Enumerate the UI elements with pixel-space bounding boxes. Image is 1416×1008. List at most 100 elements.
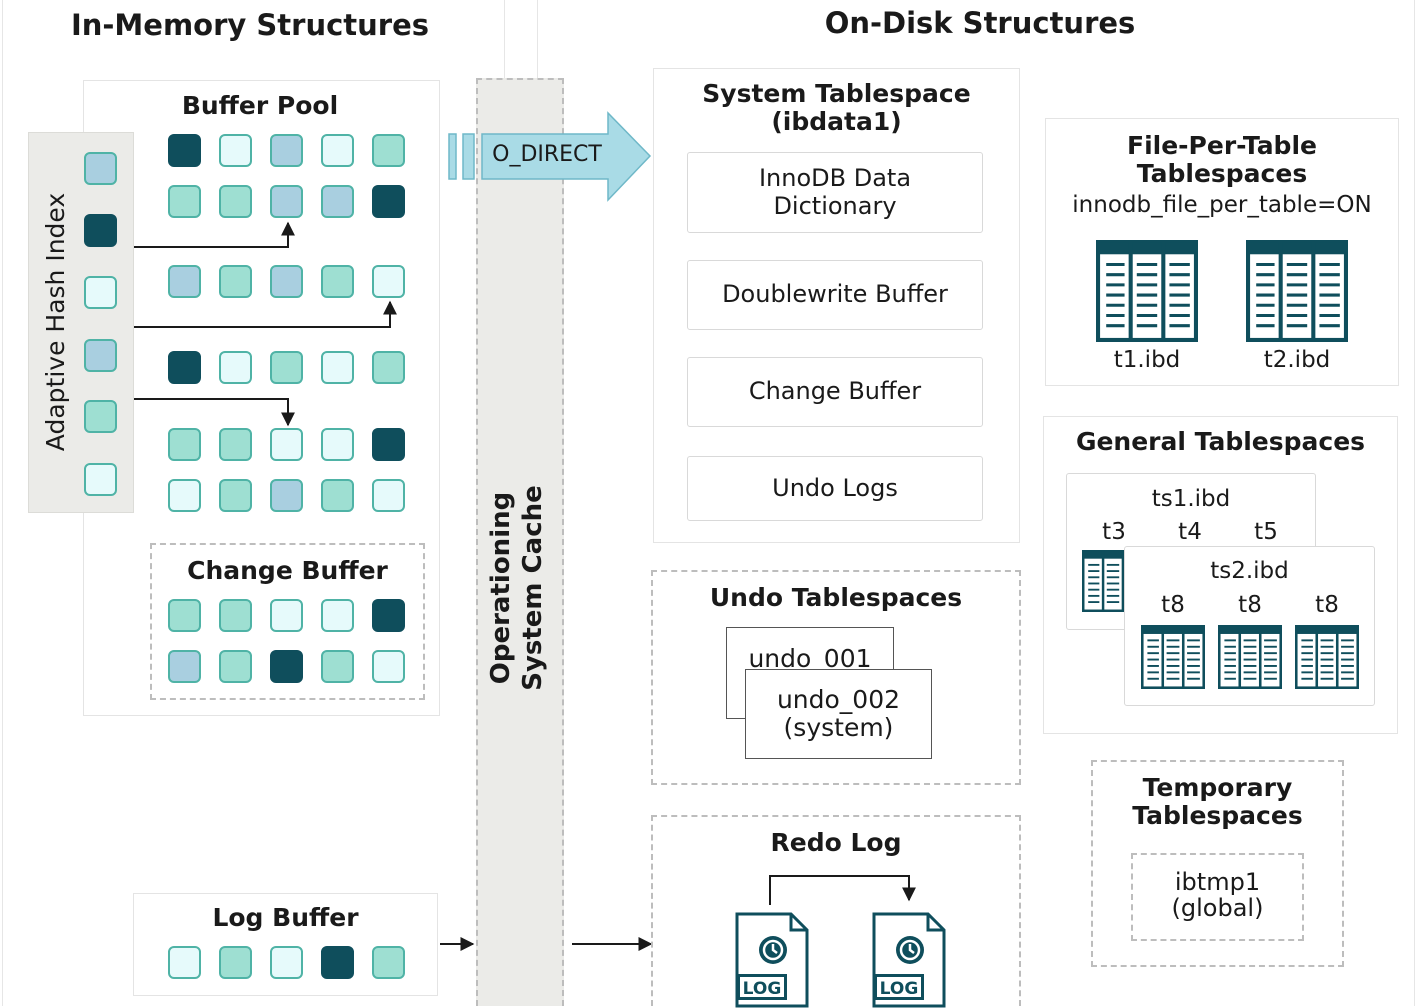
buffer-pool-page <box>168 134 201 167</box>
buffer-pool-page <box>372 428 405 461</box>
innodb-data-dictionary-box: InnoDB Data Dictionary <box>687 152 983 233</box>
temporary-tablespaces-title: Temporary Tablespaces <box>1091 774 1344 829</box>
ts1-table-t4: t4 <box>1178 519 1202 545</box>
ibtmp1-label: ibtmp1 (global) <box>1131 869 1304 922</box>
change-buffer-page <box>219 599 252 632</box>
change-buffer-page <box>219 650 252 683</box>
change-buffer-page <box>270 650 303 683</box>
system-tablespace-title-line2: (ibdata1) <box>771 106 902 136</box>
buffer-pool-page <box>321 428 354 461</box>
log-buffer-page <box>372 946 405 979</box>
log-buffer-title: Log Buffer <box>212 903 359 932</box>
ibtmp1-line2: (global) <box>1171 894 1264 923</box>
file-per-table-title-line1: File-Per-Table <box>1127 131 1317 160</box>
buffer-pool-page <box>270 351 303 384</box>
hash-index-page <box>84 339 117 372</box>
on-disk-title: On-Disk Structures <box>824 6 1136 40</box>
buffer-pool-page <box>372 185 405 218</box>
change-buffer-page <box>321 650 354 683</box>
buffer-pool-page <box>168 428 201 461</box>
buffer-pool-page <box>270 134 303 167</box>
redo-log-panel <box>651 815 1021 1006</box>
buffer-pool-page <box>372 479 405 512</box>
ts2-file-label: ts2.ibd <box>1210 558 1289 584</box>
hash-index-page <box>84 463 117 496</box>
buffer-pool-page <box>219 185 252 218</box>
ibtmp1-line1: ibtmp1 <box>1174 868 1261 896</box>
buffer-pool-page <box>321 185 354 218</box>
buffer-pool-page <box>219 479 252 512</box>
redo-log-file-label: LOG <box>880 979 919 999</box>
buffer-pool-page <box>219 351 252 384</box>
hash-index-page <box>84 214 117 247</box>
ts2-table-t8-a: t8 <box>1161 592 1185 618</box>
disk-change-buffer-box: Change Buffer <box>687 357 983 427</box>
buffer-pool-title: Buffer Pool <box>181 91 339 120</box>
o-direct-label: O_DIRECT <box>492 142 602 167</box>
doublewrite-buffer-box: Doublewrite Buffer <box>687 260 983 330</box>
buffer-pool-page <box>372 351 405 384</box>
buffer-pool-page <box>270 265 303 298</box>
file-per-table-title: File-Per-Table Tablespaces <box>1045 132 1399 187</box>
buffer-pool-page <box>321 134 354 167</box>
undo-002-box <box>745 669 932 759</box>
ibtmp1-file-box <box>1131 853 1304 941</box>
undo-tablespaces-title: Undo Tablespaces <box>709 583 963 612</box>
innodb-data-dictionary-line1: InnoDB Data <box>758 163 912 192</box>
undo-002-line1: undo_002 <box>776 685 901 714</box>
change-buffer-page <box>372 650 405 683</box>
buffer-pool-page <box>270 479 303 512</box>
log-buffer-page <box>168 946 201 979</box>
change-buffer-page <box>270 599 303 632</box>
change-buffer-page <box>168 599 201 632</box>
adaptive-hash-index-panel <box>28 132 134 513</box>
temporary-tablespaces-title-line2: Tablespaces <box>1132 800 1303 830</box>
buffer-pool-page <box>270 428 303 461</box>
redo-log-title: Redo Log <box>770 828 902 857</box>
general-tablespaces-title: General Tablespaces <box>1075 427 1366 456</box>
buffer-pool-page <box>372 265 405 298</box>
buffer-pool-page <box>321 479 354 512</box>
temporary-tablespaces-title-line1: Temporary <box>1142 773 1293 802</box>
redo-log-file-label: LOG <box>743 979 782 999</box>
undo-002-line2: (system) <box>783 712 894 742</box>
os-cache-column <box>476 78 564 1006</box>
log-buffer-page <box>321 946 354 979</box>
buffer-pool-page <box>270 185 303 218</box>
buffer-pool-page <box>168 479 201 512</box>
buffer-pool-page <box>321 351 354 384</box>
t1-file-label: t1.ibd <box>1113 347 1181 373</box>
undo-logs-box: Undo Logs <box>687 456 983 521</box>
buffer-pool-page <box>168 351 201 384</box>
buffer-pool-page <box>168 265 201 298</box>
undo-002-label: undo_002 (system) <box>745 686 932 741</box>
hash-index-page <box>84 152 117 185</box>
t2-file-label: t2.ibd <box>1263 347 1331 373</box>
file-per-table-setting: innodb_file_per_table=ON <box>1072 192 1372 218</box>
innodb-data-dictionary-line2: Dictionary <box>773 191 897 220</box>
memory-change-buffer-title: Change Buffer <box>187 556 388 585</box>
redo-log-file-icon: LOG <box>872 912 946 1008</box>
in-memory-title: In-Memory Structures <box>70 8 430 42</box>
buffer-pool-page <box>168 185 201 218</box>
ts2-table-t8-b: t8 <box>1238 592 1262 618</box>
buffer-pool-page <box>321 265 354 298</box>
ts2-table-t8-c: t8 <box>1315 592 1339 618</box>
log-buffer-page <box>219 946 252 979</box>
undo-001-label: undo_001 <box>748 644 872 673</box>
hash-index-page <box>84 276 117 309</box>
buffer-pool-page <box>219 265 252 298</box>
buffer-pool-page <box>219 134 252 167</box>
change-buffer-page <box>372 599 405 632</box>
ts1-table-t5: t5 <box>1254 519 1278 545</box>
ts1-table-t3: t3 <box>1102 519 1126 545</box>
change-buffer-page <box>168 650 201 683</box>
file-per-table-title-line2: Tablespaces <box>1136 158 1308 188</box>
change-buffer-page <box>321 599 354 632</box>
ts1-file-label: ts1.ibd <box>1151 486 1231 512</box>
system-tablespace-title-line1: System Tablespace <box>702 79 971 108</box>
